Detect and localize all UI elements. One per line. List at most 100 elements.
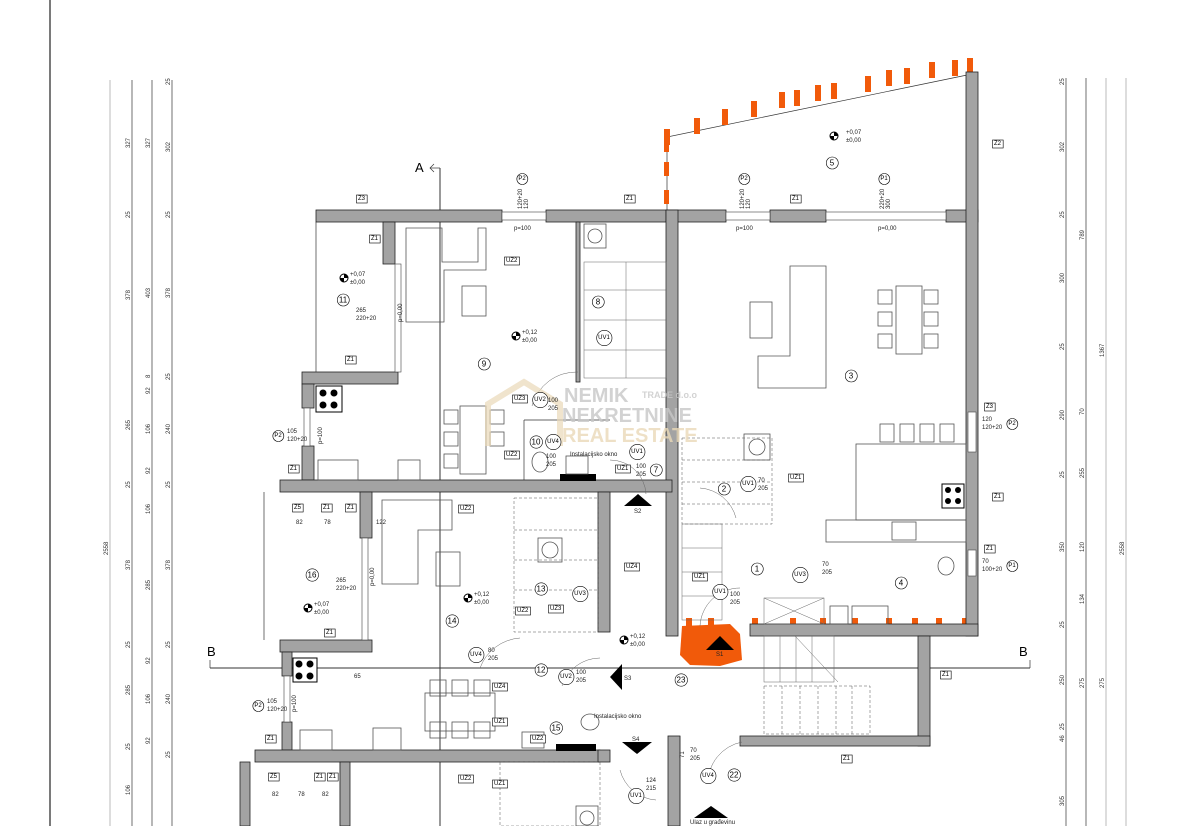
- label-text: 25: [1060, 471, 1066, 478]
- label-openings-uv3_16-h: 220+20: [336, 586, 357, 592]
- marker-openings-p1_right-tag: P1: [1006, 560, 1019, 572]
- label-text: UZ2: [506, 452, 518, 458]
- label-text: Z1: [792, 196, 800, 202]
- label-text: 100+20: [982, 567, 1003, 573]
- label-openings-p2_left_b-w: 105: [267, 699, 278, 705]
- label-dims_left-col3-5: 240: [166, 423, 172, 434]
- tag-tags-21: UZ3: [512, 394, 528, 404]
- label-text: 327: [146, 137, 152, 148]
- dimension-lines-right: [1065, 78, 1127, 826]
- label-text: UZ4: [626, 564, 638, 570]
- label-text: 275: [1100, 677, 1106, 688]
- tag-tags-30: UZ4: [492, 682, 508, 692]
- label-text: Z1: [290, 466, 298, 472]
- label-dims_right-col1-4: 25: [1060, 343, 1066, 350]
- label-door_dims-17: 205: [690, 756, 701, 762]
- label-text: 220+20: [336, 586, 357, 592]
- marker-rooms-14: 16: [305, 568, 319, 582]
- label-text: 100: [546, 454, 557, 460]
- label-text: 327: [126, 137, 132, 148]
- label-dims_right-col3-0: 1367: [1100, 343, 1106, 357]
- label-text: 78: [298, 792, 305, 798]
- label-text: ±0,00: [522, 338, 538, 344]
- walls: [239, 71, 979, 826]
- label-text: 378: [126, 559, 132, 570]
- label-text: 2: [722, 485, 727, 494]
- label-text: 789: [1080, 229, 1086, 240]
- marker-doors-9: UV4: [545, 434, 562, 450]
- section-arrow-s2: [624, 494, 652, 506]
- label-dims_right-col1-11: 46: [1060, 735, 1066, 742]
- label-text: 205: [548, 406, 559, 412]
- label-text: 25: [166, 78, 172, 85]
- label-text: S2: [634, 509, 642, 515]
- label-dims_left-col1-2: 378: [126, 289, 132, 300]
- label-text: 2558: [104, 541, 110, 555]
- label-text: 12: [537, 666, 546, 675]
- label-text: ±0,00: [474, 600, 490, 606]
- label-text: 106: [146, 693, 152, 704]
- label-text: 25: [166, 211, 172, 218]
- tag-tags-10: Z1: [324, 628, 336, 638]
- label-dims_left-col3-0: 25: [166, 78, 172, 85]
- label-text: 205: [822, 570, 833, 576]
- label-text: p=0,00: [878, 226, 897, 232]
- label-text: 3: [849, 372, 854, 381]
- label-text: p=100: [292, 694, 298, 712]
- label-text: Z1: [843, 756, 851, 762]
- label-dims_right-col1-7: 350: [1060, 541, 1066, 552]
- label-dims_left-col1-9: 106: [126, 784, 132, 795]
- label-sections-s1: S1: [716, 652, 724, 658]
- label-text: UV3: [574, 591, 586, 597]
- label-text: Z1: [626, 196, 634, 202]
- label-text: UV1: [598, 335, 610, 341]
- label-text: 290: [1060, 409, 1066, 420]
- tag-tags-14: Z1: [327, 772, 339, 782]
- label-text: 120: [1080, 541, 1086, 552]
- label-text: 70: [758, 478, 765, 484]
- marker-doors-1: UV1: [629, 444, 646, 460]
- label-text: 65: [354, 674, 361, 680]
- label-misc-d82c: 82: [322, 792, 329, 798]
- label-text: UV1: [742, 481, 754, 487]
- label-text: UZ1: [494, 781, 506, 787]
- label-sections-s3: S3: [624, 676, 632, 682]
- label-misc-p000: p=0,00: [878, 226, 897, 232]
- label-dims_right-col2-2: 255: [1080, 467, 1086, 478]
- label-dims_left-col3-8: 25: [166, 641, 172, 648]
- marker-openings-p2_left-tag: P2: [272, 430, 285, 442]
- label-dims_right-col2-5: 275: [1080, 677, 1086, 688]
- tag-tags-29: UZ3: [548, 604, 564, 614]
- label-text: 82: [322, 792, 329, 798]
- label-text: 92: [146, 467, 152, 474]
- label-elevations-floor-bottom: ±0,00: [630, 642, 646, 648]
- label-text: S4: [632, 737, 640, 743]
- watermark-line1b: TRADE d.o.o: [642, 390, 697, 400]
- label-text: P2: [740, 176, 748, 182]
- label-dims_left-col2-1: 403: [146, 287, 152, 298]
- marker-rooms-7: 9: [477, 357, 491, 371]
- tag-tags-23: UZ1: [615, 464, 631, 474]
- label-text: UZ2: [506, 258, 518, 264]
- orange-mark: [967, 58, 973, 74]
- section-arrow-s4: [622, 742, 652, 754]
- label-door_dims-18: 124: [646, 778, 657, 784]
- label-dims_right-total: 2558: [1120, 541, 1126, 555]
- label-text: Z1: [347, 505, 355, 511]
- marker-doors-0: UV1: [596, 330, 613, 346]
- label-dims_right-col1-6: 25: [1060, 471, 1066, 478]
- label-text: P2: [1008, 421, 1016, 427]
- label-text: 205: [546, 462, 557, 468]
- label-text: 25: [1060, 723, 1066, 730]
- label-text: 275: [1080, 677, 1086, 688]
- label-text: Z2: [994, 141, 1002, 147]
- orange-mark: [831, 83, 837, 99]
- marker-rooms-2: 3: [844, 369, 858, 383]
- label-text: 82: [272, 792, 279, 798]
- label-text: UZ2: [532, 736, 544, 742]
- marker-rooms-12: 14: [445, 614, 459, 628]
- label-door_dims-13: 205: [758, 486, 769, 492]
- label-text: P1: [1008, 563, 1016, 569]
- label-text: 265: [356, 308, 367, 314]
- label-text: UV1: [630, 793, 642, 799]
